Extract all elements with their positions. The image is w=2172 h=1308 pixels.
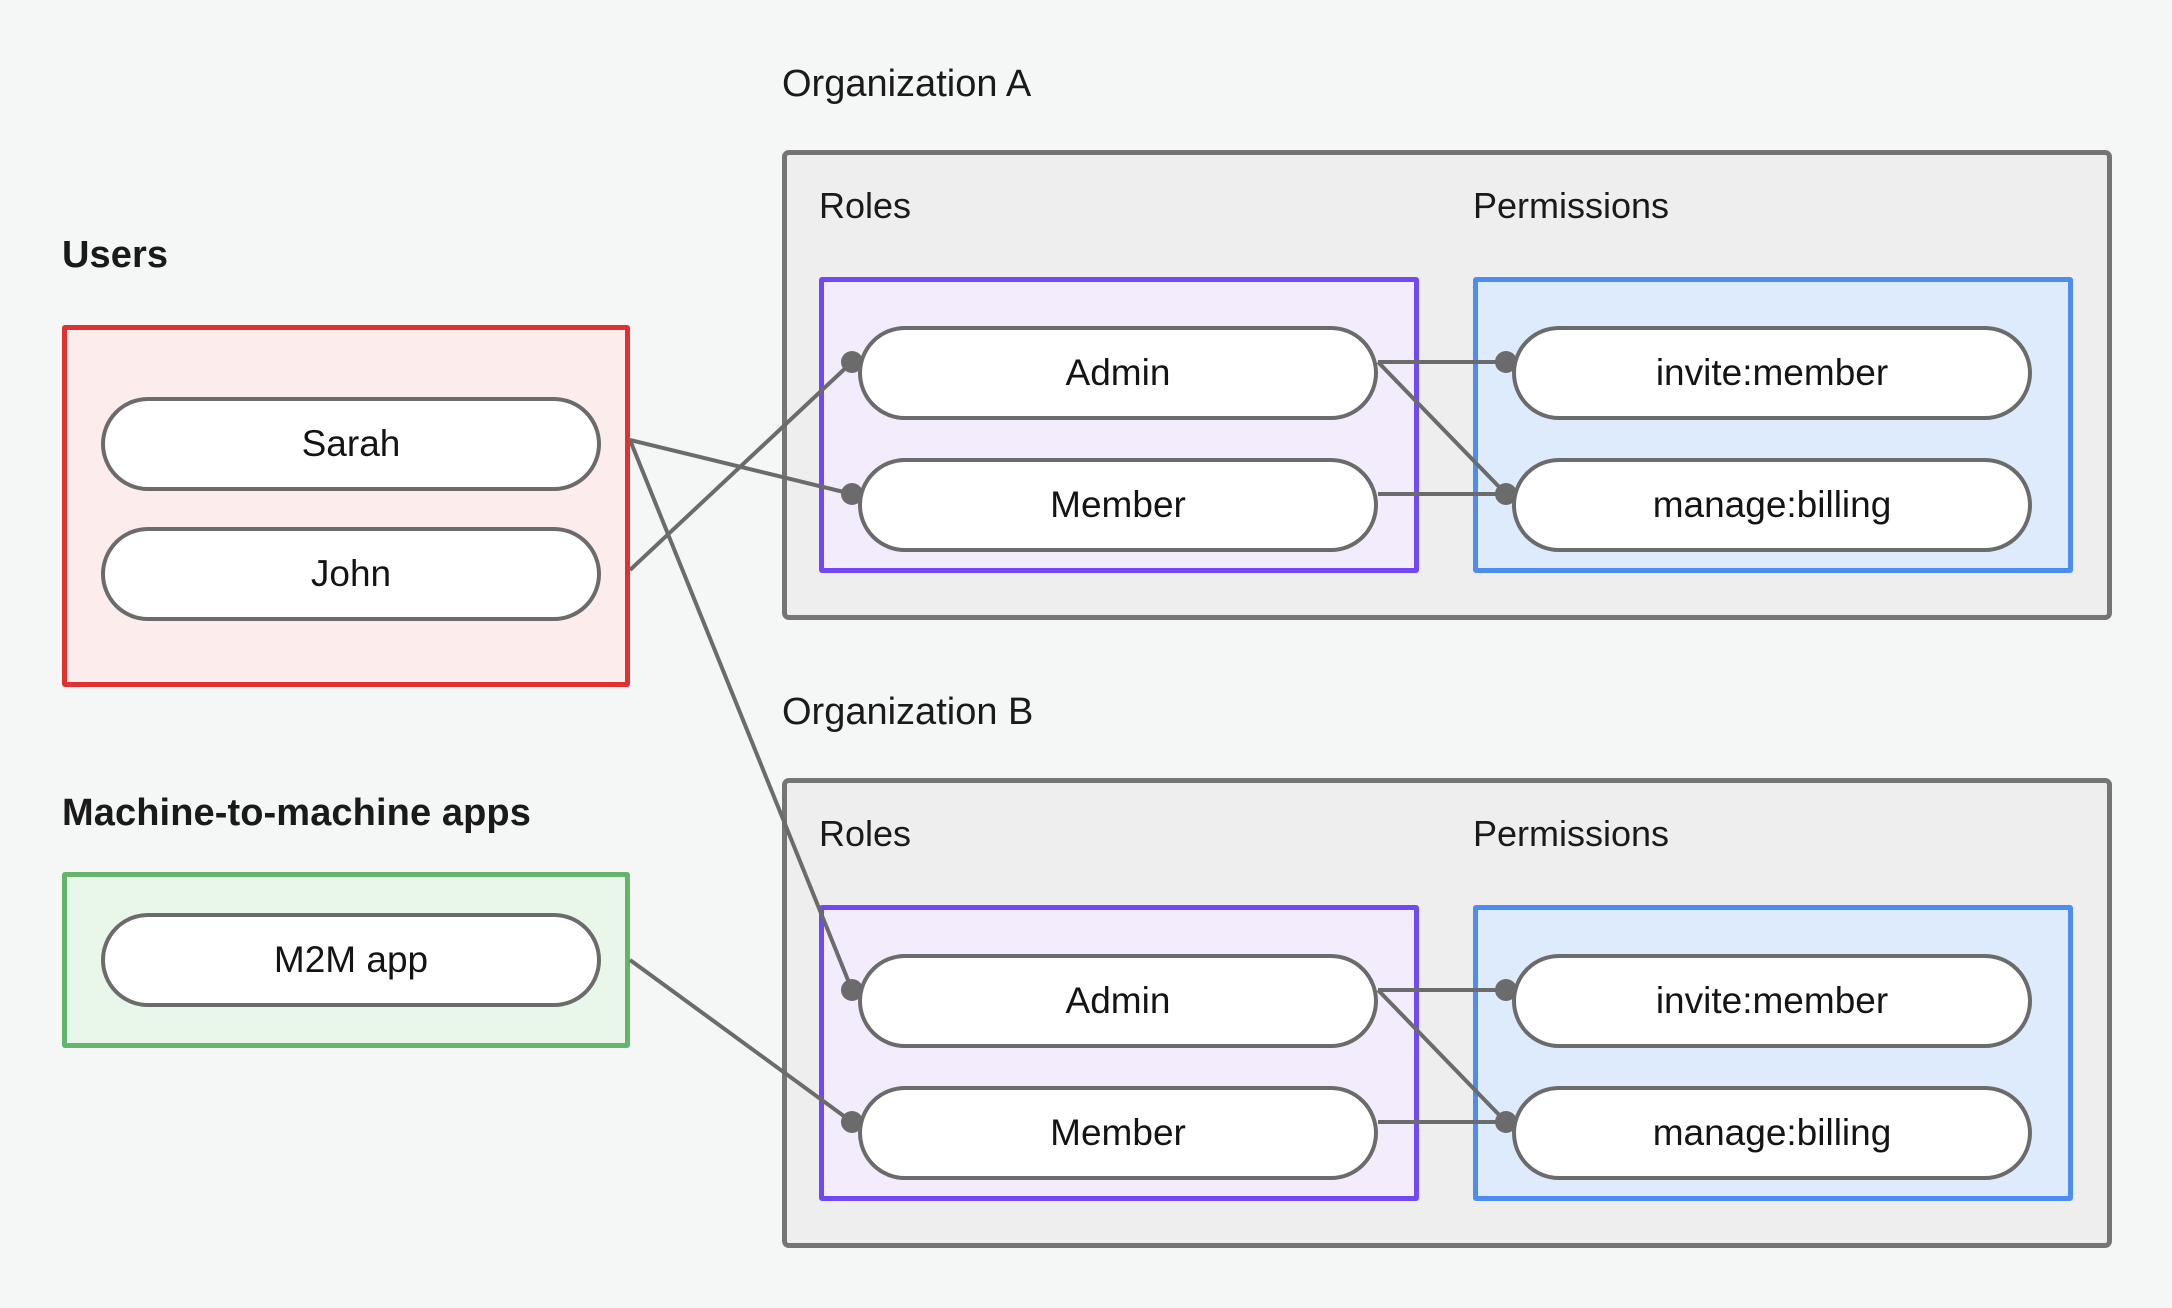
org-b-container: Roles Permissions Admin Member invite:me… [782, 778, 2112, 1248]
org-b-roles-label: Roles [819, 813, 912, 854]
org-a-permissions-label: Permissions [1473, 185, 1670, 226]
users-group-label: Users [62, 234, 169, 276]
node-org-b-invite-member[interactable]: invite:member [1512, 954, 2032, 1048]
org-b-label: Organization B [782, 691, 1034, 733]
org-b-permissions-label: Permissions [1473, 813, 1670, 854]
node-org-a-manage-billing[interactable]: manage:billing [1512, 458, 2032, 552]
m2m-group-label: Machine-to-machine apps [62, 792, 531, 834]
org-a-container: Roles Permissions Admin Member invite:me… [782, 150, 2112, 620]
org-b-roles-box: Admin Member [819, 905, 1419, 1201]
node-m2m-app[interactable]: M2M app [101, 913, 601, 1007]
node-org-a-admin[interactable]: Admin [858, 326, 1378, 420]
node-org-b-member[interactable]: Member [858, 1086, 1378, 1180]
org-a-permissions-box: invite:member manage:billing [1473, 277, 2073, 573]
node-org-a-member[interactable]: Member [858, 458, 1378, 552]
node-org-b-admin[interactable]: Admin [858, 954, 1378, 1048]
users-group-box: Sarah John [62, 325, 630, 687]
node-org-a-invite-member[interactable]: invite:member [1512, 326, 2032, 420]
org-a-label: Organization A [782, 63, 1032, 105]
node-org-b-manage-billing[interactable]: manage:billing [1512, 1086, 2032, 1180]
node-sarah[interactable]: Sarah [101, 397, 601, 491]
node-john[interactable]: John [101, 527, 601, 621]
org-b-permissions-box: invite:member manage:billing [1473, 905, 2073, 1201]
org-a-roles-box: Admin Member [819, 277, 1419, 573]
org-a-roles-label: Roles [819, 185, 912, 226]
m2m-group-box: M2M app [62, 872, 630, 1048]
